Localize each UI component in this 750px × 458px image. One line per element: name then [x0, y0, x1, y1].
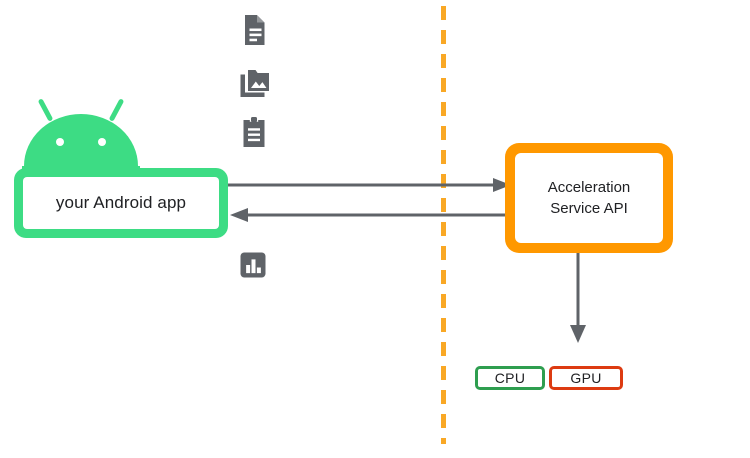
api-label-line-2: Service API [550, 200, 628, 217]
android-robot-icon [22, 96, 140, 174]
document-icon [236, 12, 272, 48]
response-arrow [230, 208, 513, 222]
delegate-arrow [570, 253, 586, 343]
gpu-label: GPU [570, 370, 602, 386]
android-app-box-inner: your Android app [23, 177, 219, 229]
api-label-line-1: Acceleration [547, 179, 631, 196]
client-service-divider [441, 6, 446, 444]
acceleration-service-api-box-inner: Acceleration Service API [515, 153, 663, 243]
bar-chart-icon [238, 250, 268, 280]
cpu-label: CPU [494, 370, 526, 386]
request-arrow [228, 178, 511, 192]
cpu-chip[interactable]: CPU [475, 366, 545, 390]
clipboard-icon [236, 114, 272, 150]
images-icon [236, 64, 272, 100]
android-app-box[interactable]: your Android app [14, 168, 228, 238]
android-app-label: your Android app [55, 193, 187, 212]
gpu-chip[interactable]: GPU [549, 366, 623, 390]
acceleration-service-api-box[interactable]: Acceleration Service API [505, 143, 673, 253]
